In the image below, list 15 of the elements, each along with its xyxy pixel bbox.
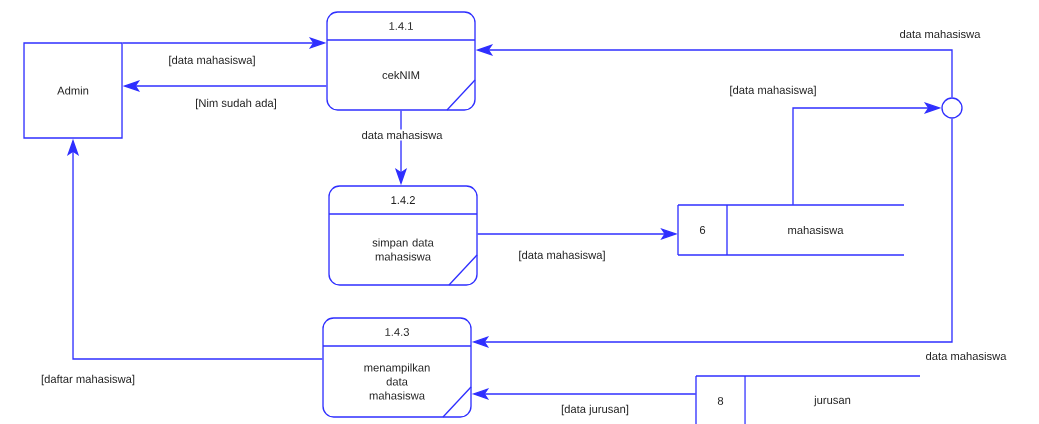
edge-label: [Nim sudah ada]	[193, 97, 279, 111]
edge-label: data mahasiswa	[924, 350, 1008, 362]
process-box: 1.4.3 menampilkan data mahasiswa	[322, 317, 472, 418]
edge-label: [data mahasiswa]	[728, 84, 818, 98]
edge-label: [data jurusan]	[559, 403, 631, 417]
process-box: 1.4.2 simpan data mahasiswa	[328, 185, 478, 286]
junction-circle	[941, 97, 963, 119]
edge-label: data mahasiswa	[360, 129, 444, 141]
data-store: 8 jurusan	[695, 375, 921, 424]
edge-label: [data mahasiswa]	[167, 54, 257, 68]
data-store: 6 mahasiswa	[677, 204, 905, 256]
edge-label: data mahasiswa	[898, 28, 982, 40]
edge-label: [daftar mahasiswa]	[39, 373, 137, 387]
edge-label: [data mahasiswa]	[517, 249, 607, 263]
entity-box: Admin	[23, 42, 123, 139]
